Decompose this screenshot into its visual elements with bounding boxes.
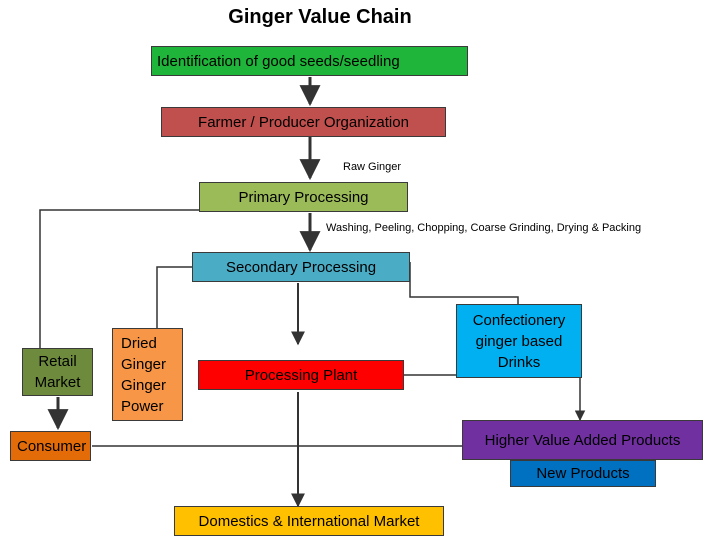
connector-primary-to-retail — [39, 209, 200, 348]
label-raw-ginger: Raw Ginger — [343, 161, 402, 173]
node-processing-plant: Processing Plant — [198, 360, 404, 390]
node-consumer: Consumer — [10, 431, 91, 461]
connector-plant-to-higher — [404, 374, 586, 422]
node-domestic-international-market: Domestics & International Market — [174, 506, 444, 536]
node-seeds: Identification of good seeds/seedling — [151, 46, 468, 76]
connector-secondary-to-dried — [156, 266, 192, 328]
label-processing-steps: Washing, Peeling, Chopping, Coarse Grind… — [326, 222, 642, 234]
node-retail-market: Retail Market — [22, 348, 93, 396]
node-new-products: New Products — [510, 460, 656, 487]
node-dried-ginger: Dried Ginger Ginger Power — [112, 328, 183, 421]
node-primary-processing: Primary Processing — [199, 182, 408, 212]
node-confectionery: Confectionery ginger based Drinks — [456, 304, 582, 378]
node-farmer: Farmer / Producer Organization — [161, 107, 446, 137]
node-secondary-processing: Secondary Processing — [192, 252, 410, 282]
node-higher-value-products: Higher Value Added Products — [462, 420, 703, 460]
connector-secondary-to-confectionery — [409, 262, 519, 304]
diagram-title: Ginger Value Chain — [228, 6, 412, 28]
